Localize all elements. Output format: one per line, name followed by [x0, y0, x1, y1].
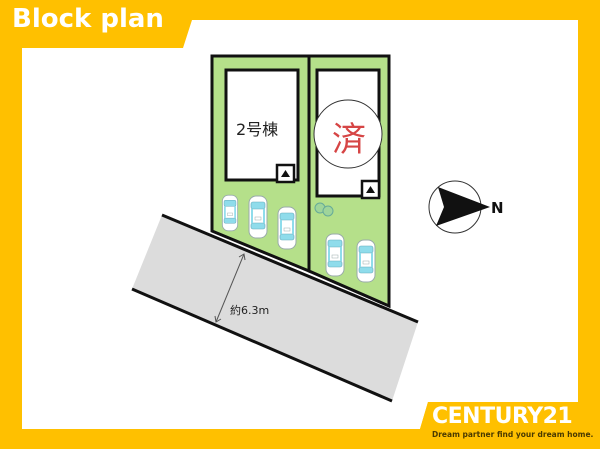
road-width-arrow	[215, 253, 245, 323]
north-label: N	[491, 199, 504, 217]
parking-car	[221, 194, 239, 232]
parking-car	[277, 206, 297, 250]
brand-logo: CENTURY21	[432, 404, 573, 429]
page-title: Block plan	[12, 4, 164, 34]
building-label: 2号棟	[236, 120, 279, 139]
road-width-label: 約6.3m	[230, 304, 270, 317]
sold-mark: 済	[332, 120, 366, 160]
entrance-arrow-icon	[366, 186, 375, 193]
brand-tagline: Dream partner find your dream home.	[432, 430, 594, 439]
sold-stamp	[313, 99, 383, 169]
building-2	[224, 68, 300, 182]
parking-car	[248, 195, 268, 239]
road	[132, 215, 418, 401]
entrance-arrow-icon	[281, 170, 290, 177]
parking-car	[356, 239, 376, 283]
parking-car	[325, 233, 345, 277]
